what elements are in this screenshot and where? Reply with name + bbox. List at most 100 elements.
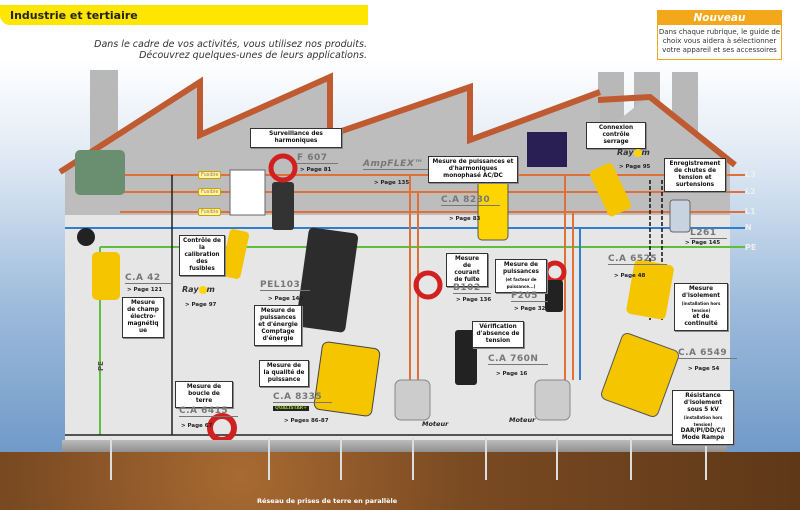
raycam2-page-link[interactable]: > Page 97 [185, 302, 217, 308]
ca6525-page-link[interactable]: > Page 48 [614, 273, 646, 279]
earth-rod [556, 438, 558, 480]
ca6525-description: Mesure d'isolement (installation hors ten… [674, 283, 728, 331]
ca6415-description: Mesure de boucle de terre [175, 381, 233, 408]
ca42-device [92, 252, 120, 300]
wire-label-pe: PE [745, 243, 757, 252]
earth-rod [110, 438, 112, 480]
ca8230-page-link[interactable]: > Page 83 [449, 216, 481, 222]
raycam-device [589, 163, 632, 217]
f205-description: Mesure de puissances (et facteur de puiss… [495, 259, 547, 293]
ca8335-description: Mesure de la qualité de puissance [259, 360, 309, 387]
earth-rod [485, 438, 487, 480]
ca8230-model: C.A 8230 [441, 195, 501, 206]
f205-desc-note: (et facteur de puissance...) [505, 277, 537, 289]
ampflex-page-link[interactable]: > Page 135 [374, 180, 410, 186]
ca6525-device [626, 259, 674, 320]
ca6549-desc-note: (installation hors tension) [683, 415, 723, 427]
l261-page-link[interactable]: > Page 145 [685, 240, 721, 246]
f205-page-link[interactable]: > Page 32 [514, 306, 546, 312]
intro-line: Découvrez quelques-unes de leurs applica… [139, 50, 367, 61]
fuse-calibration-description: Contrôle de la calibration des fusibles [179, 235, 225, 276]
ca6549-device [601, 333, 679, 417]
fuse-tag: Fusible [198, 171, 222, 179]
raycam-page-link[interactable]: > Page 95 [619, 164, 651, 170]
motor [394, 379, 431, 421]
transformer [75, 150, 125, 195]
ca6525-desc-text: Mesure d'isolement [681, 286, 721, 299]
pe-vertical-label: PE [96, 361, 105, 371]
wire-label-l1: L1 [745, 207, 756, 216]
fuse-tag: Fusible [198, 188, 222, 196]
earth-rod [340, 438, 342, 480]
ca8335-model: C.A 8335 [273, 392, 333, 403]
raycam-brand-text: m [206, 285, 215, 294]
roof [58, 72, 602, 175]
ca6525-desc-end: et de continuité [684, 314, 718, 327]
raycam-connection-description: Connexion contrôle serrage [586, 122, 646, 149]
ca8230-device [477, 179, 509, 241]
qualistar-badge: QUALISTAR+ [273, 406, 310, 411]
earth-rod [630, 438, 632, 480]
new-title: Nouveau [658, 11, 781, 25]
b102-model: B102 [453, 283, 491, 294]
f205-desc-text: Mesure de puissances [502, 262, 540, 275]
raycam-brand-text: Ray [617, 148, 634, 157]
wire-label-n: N [745, 223, 752, 232]
wire-label-l3: L3 [745, 170, 756, 179]
ca6549-desc-end: DAR/PI/DD/C/I Mode Rampe [680, 428, 726, 441]
raycam2-device [220, 229, 250, 279]
motor-label: Moteur [509, 416, 536, 424]
ca6525-desc-note: (installation hors tension) [681, 301, 721, 313]
ca6415-model: C.A 6415 [179, 406, 239, 417]
raycam-dot-icon [633, 148, 642, 157]
pel103-description: Mesure de puissances et d'énergie Compta… [254, 305, 302, 346]
section-header [0, 5, 368, 25]
ca6549-description: Résistance d'isolement sous 5 kV(install… [672, 390, 734, 445]
f607-clamp [268, 153, 298, 183]
section-title: Industrie et tertiaire [10, 9, 138, 22]
f607-page-link[interactable]: > Page 81 [300, 167, 332, 173]
wire-label-l2: L2 [745, 187, 756, 196]
f607-description: Surveillance des harmoniques [250, 128, 342, 148]
earth-rod [412, 438, 414, 480]
ca8335-page-link[interactable]: > Pages 86-87 [284, 418, 329, 424]
ca8230-description: Mesure de puissances et d'harmoniques mo… [428, 156, 518, 183]
ca760n-model: C.A 760N [488, 354, 549, 365]
ca6549-page-link[interactable]: > Page 54 [688, 366, 720, 372]
raycam-dot-icon [198, 285, 207, 294]
pel103-page-link[interactable]: > Page 140 [268, 296, 304, 302]
ground-network-label: Réseau de prises de terre en parallèle [257, 497, 398, 505]
ca42-model: C.A 42 [125, 273, 171, 284]
pel103-model: PEL103 [260, 280, 311, 291]
b102-description: Mesure de courant de fuite [446, 253, 488, 287]
ca42-description: Mesure de champ électro-magnétique [122, 297, 164, 338]
soil [0, 452, 800, 510]
f607-device [272, 182, 294, 230]
intro-line: Dans le cadre de vos activités, vous uti… [94, 39, 367, 50]
ca760n-page-link[interactable]: > Page 16 [496, 371, 528, 377]
l261-model: L261 [690, 228, 727, 239]
b102-page-link[interactable]: > Page 136 [456, 297, 492, 303]
ca6415-page-link[interactable]: > Page 67 [181, 423, 213, 429]
raycam-brand-text: m [641, 148, 650, 157]
ca760n-device [455, 330, 477, 385]
b102-clamp [413, 270, 443, 300]
ca6549-model: C.A 6549 [678, 348, 738, 359]
f205-device [545, 280, 563, 312]
ca760n-description: Vérification d'absence de tension [472, 321, 524, 348]
fuse-panel [229, 169, 266, 216]
intro-text: Dans le cadre de vos activités, vous uti… [37, 39, 367, 61]
ca42-probe [77, 228, 95, 246]
raycam-brand-text: Ray [182, 285, 199, 294]
new-info-box: Nouveau Dans chaque rubrique, le guide d… [657, 10, 782, 60]
fuse-tag: Fusible [198, 208, 222, 216]
motor-label: Moteur [422, 420, 449, 428]
ca42-page-link[interactable]: > Page 121 [127, 287, 163, 293]
ampflex-model: AmpFLEX™ [363, 159, 434, 170]
pel103-device [295, 227, 359, 333]
ca8335-device [313, 341, 381, 417]
foundation [62, 440, 727, 454]
f607-model: F 607 [297, 153, 338, 164]
